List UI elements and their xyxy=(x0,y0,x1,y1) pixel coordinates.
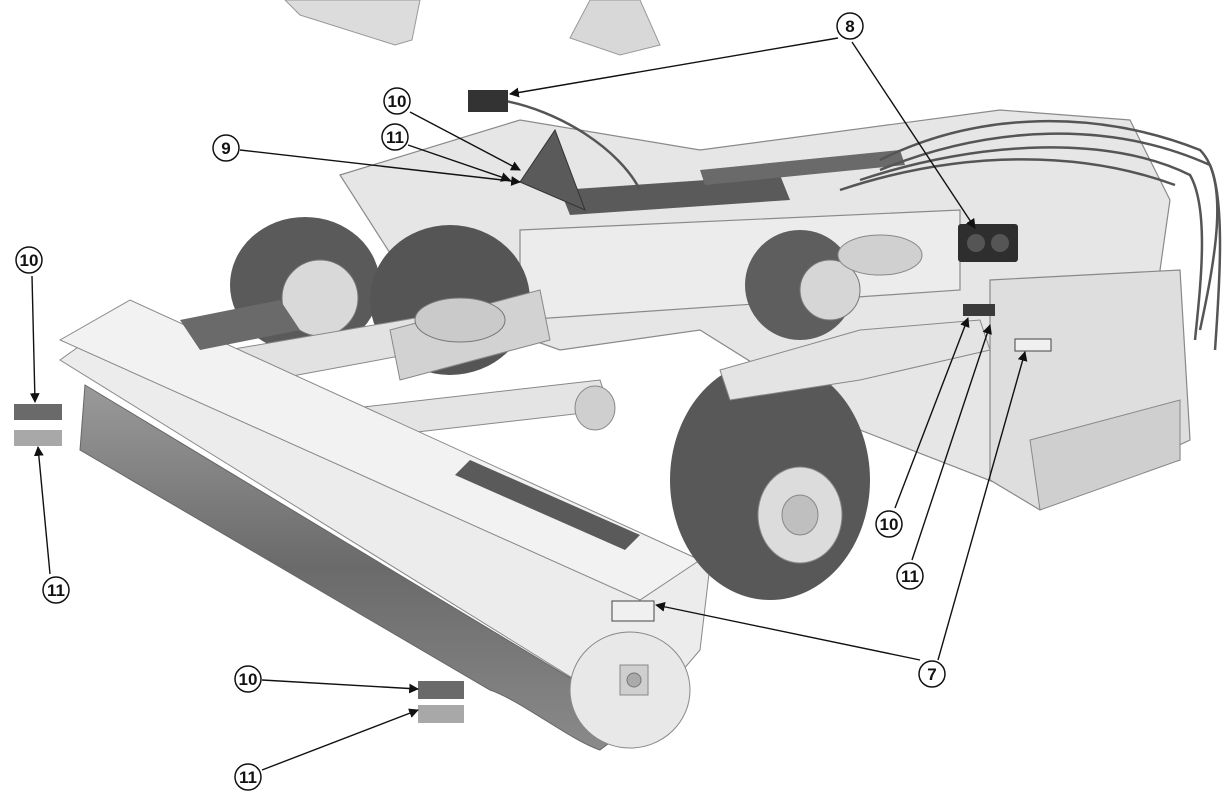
callout-10-bottom: 10 xyxy=(234,665,262,693)
callout-label: 10 xyxy=(388,92,407,111)
callout-11-bottom: 11 xyxy=(234,763,262,791)
callout-10-left: 10 xyxy=(15,246,43,274)
callout-label: 7 xyxy=(927,665,936,684)
callout-label: 11 xyxy=(901,567,919,586)
callout-11-top: 11 xyxy=(381,123,409,151)
callout-9: 9 xyxy=(212,134,240,162)
callout-label: 10 xyxy=(880,515,899,534)
right-hub-arm xyxy=(719,234,991,401)
callout-11-left: 11 xyxy=(42,576,70,604)
decals xyxy=(14,90,1052,723)
leader-lines xyxy=(29,37,1028,771)
rear-right-wheel xyxy=(745,230,861,340)
front-right-wheel xyxy=(670,360,870,600)
callout-10-top: 10 xyxy=(383,87,411,115)
callout-label: 9 xyxy=(221,139,230,158)
callout-label: 10 xyxy=(239,670,258,689)
hydraulic-hoses xyxy=(499,98,1222,351)
callouts: 8 10 11 9 10 11 10 11 xyxy=(15,12,946,791)
callout-label: 11 xyxy=(239,768,257,787)
front-roller xyxy=(58,299,711,751)
callout-11-right: 11 xyxy=(896,562,924,590)
callout-label: 11 xyxy=(47,581,65,600)
callout-label: 11 xyxy=(386,128,404,147)
callout-label: 10 xyxy=(20,251,39,270)
callout-7: 7 xyxy=(918,660,946,688)
callout-label: 8 xyxy=(845,17,854,36)
top-cropped-parts xyxy=(284,0,661,56)
callout-10-right: 10 xyxy=(875,510,903,538)
callout-8-top: 8 xyxy=(836,12,864,40)
